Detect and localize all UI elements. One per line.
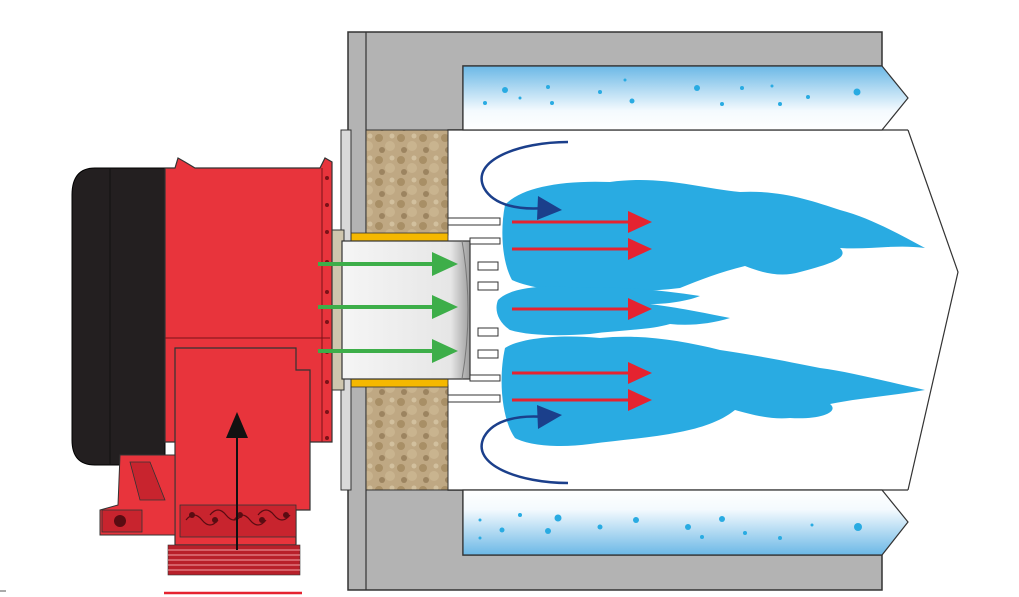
refractory-insulation xyxy=(365,129,449,491)
flame xyxy=(496,179,925,446)
air-intake-box xyxy=(167,347,311,576)
recirculation-arrows xyxy=(480,140,569,485)
gas-valve-assembly xyxy=(99,454,176,536)
air-intake-arrow xyxy=(226,412,248,550)
gas-jet-arrows xyxy=(512,211,652,411)
motor-body xyxy=(71,167,166,466)
water-jacket-bottom xyxy=(462,489,909,556)
water-jacket-top xyxy=(462,65,909,131)
combustion-air-arrows xyxy=(318,252,458,363)
